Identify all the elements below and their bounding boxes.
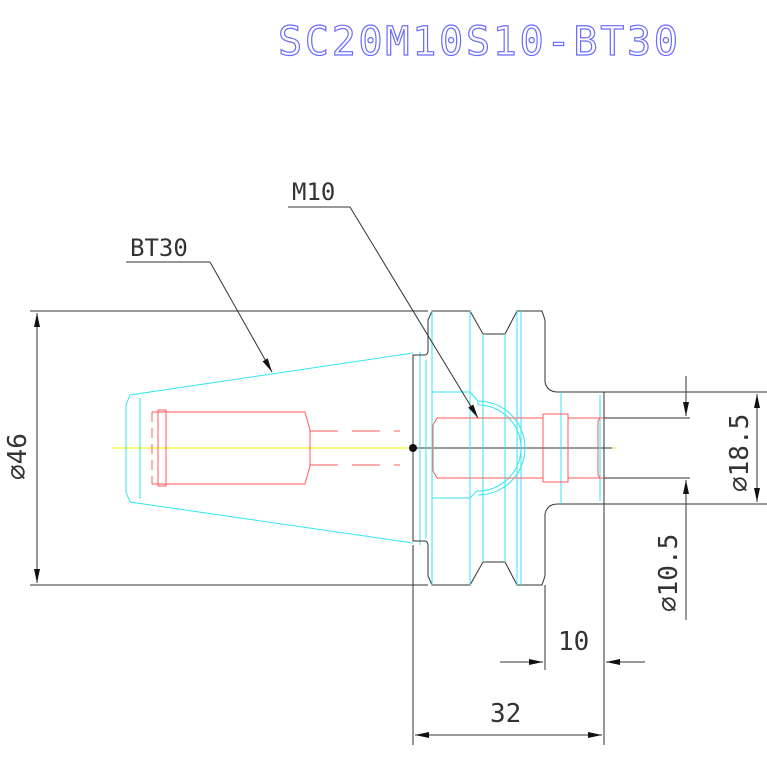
taper-label: BT30: [130, 234, 188, 262]
hidden-bore: [151, 409, 604, 487]
taper-body: [125, 352, 427, 545]
shank-diameter-dimension: ⌀18.5: [725, 414, 755, 492]
shank-length-dimension: 10: [558, 627, 589, 657]
flange-detail: [431, 311, 601, 585]
flange-diameter-dimension: ⌀46: [3, 433, 33, 480]
thread-label: M10: [292, 178, 335, 206]
overall-length-dimension: 32: [490, 699, 521, 729]
dimension-lines: [30, 206, 767, 745]
drawing-title: SC20M10S10-BT30: [278, 19, 678, 65]
center-point: [409, 444, 417, 452]
bore-diameter-dimension: ⌀10.5: [654, 534, 684, 612]
